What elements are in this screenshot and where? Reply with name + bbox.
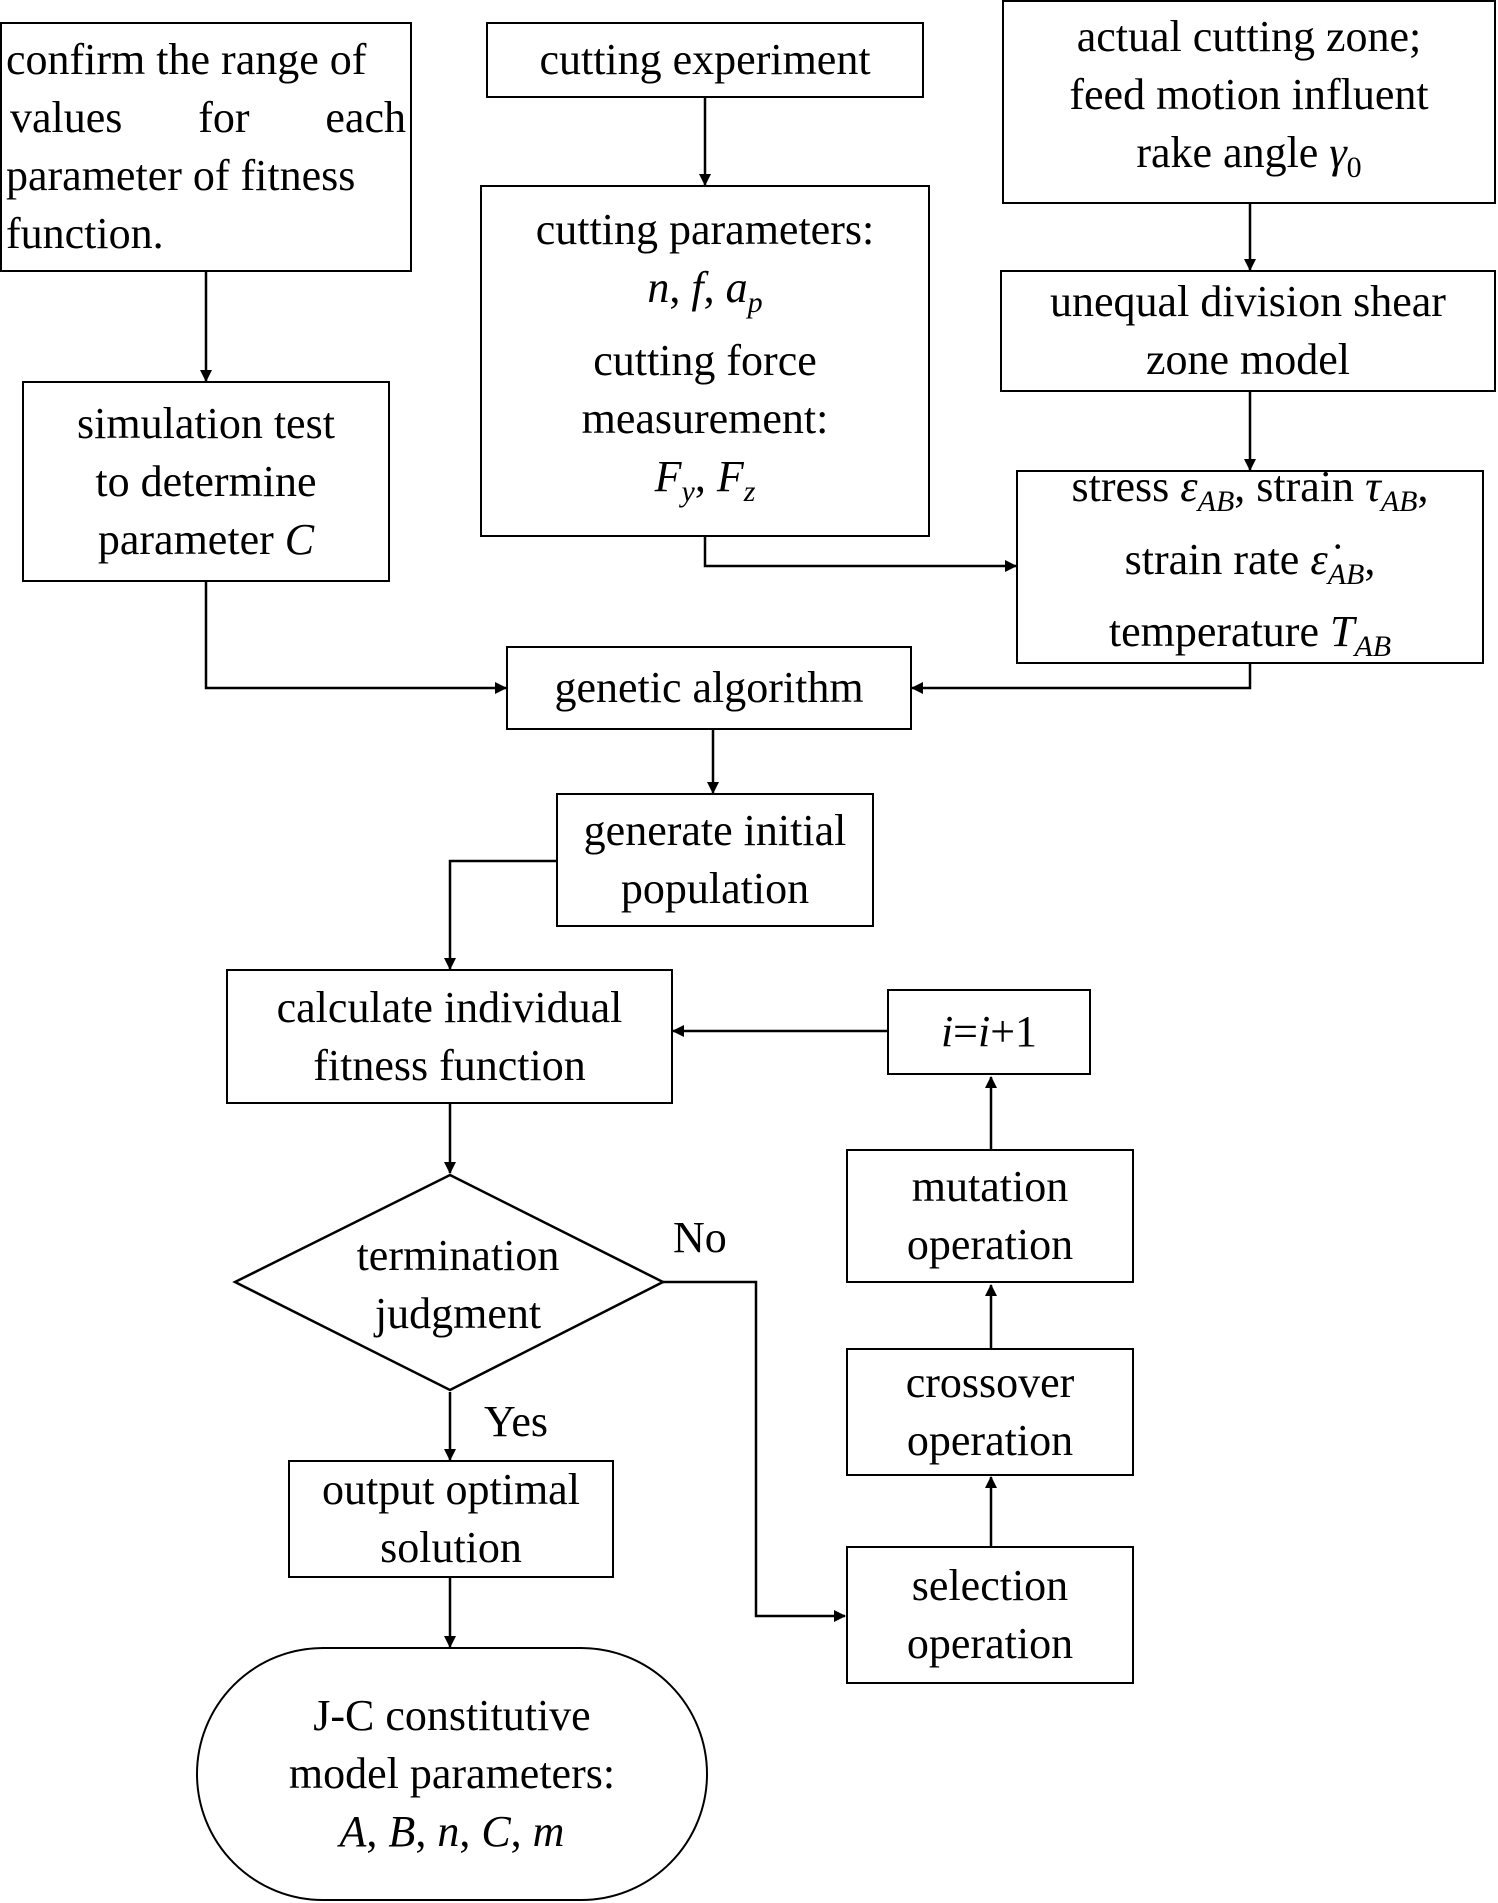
crossover-line-2: operation	[906, 1416, 1074, 1465]
cutting-experiment-label: cutting experiment	[539, 35, 871, 84]
actual-cutting-zone-box: actual cutting zone; feed motion influen…	[1002, 0, 1496, 204]
arrow-population-to-fitness	[444, 859, 556, 970]
confirm-range-word-values: values	[10, 93, 123, 142]
confirm-range-box: confirm the range of values for each param…	[0, 22, 412, 272]
simulation-test-line-3: parameter C	[97, 514, 315, 564]
increment-label: i=i+1	[940, 1007, 1038, 1056]
simulation-test-line-1: simulation test	[77, 398, 335, 448]
confirm-range-line-3: parameter of fitness	[6, 151, 356, 200]
crossover-line-1: crossover	[905, 1358, 1075, 1407]
cutting-parameters-line-3: cutting force	[593, 336, 817, 385]
arrow-termination-to-selection	[663, 1280, 846, 1622]
shear-zone-model-line-2: zone model	[1145, 335, 1351, 384]
calculate-fitness-line-1: calculate individual	[276, 982, 623, 1032]
cutting-experiment-box: cutting experiment	[486, 22, 924, 98]
selection-box: selection operation	[846, 1546, 1134, 1684]
confirm-range-word-each: each	[325, 93, 406, 142]
output-solution-box: output optimal solution	[288, 1460, 614, 1578]
output-solution-line-1: output optimal	[322, 1465, 580, 1514]
termination-judgment-line-1: termination	[356, 1231, 560, 1280]
simulation-test-box: simulation test to determine parameter C	[22, 381, 390, 582]
cutting-force-symbols: Fy, Fz	[654, 452, 756, 508]
jc-parameters-line-1: J-C constitutive	[313, 1691, 591, 1740]
shear-zone-model-line-1: unequal division shear	[1050, 277, 1446, 326]
arrow-simulation-to-genetic	[204, 582, 507, 694]
yes-label: Yes	[484, 1397, 549, 1446]
increment-box: i=i+1	[887, 989, 1091, 1075]
crossover-box: crossover operation	[846, 1348, 1134, 1476]
initial-population-line-1: generate initial	[583, 806, 847, 855]
genetic-algorithm-box: genetic algorithm	[506, 646, 912, 730]
cutting-parameters-line-1: cutting parameters:	[535, 205, 875, 255]
actual-cutting-zone-line-1: actual cutting zone;	[1076, 11, 1422, 61]
calculate-fitness-box: calculate individual fitness function	[226, 969, 673, 1104]
no-label: No	[673, 1213, 727, 1262]
calculate-fitness-line-2: fitness function	[313, 1040, 586, 1090]
stress-strain-line-1: stress εAB, strain τAB,	[1071, 461, 1429, 518]
stress-strain-box: stress εAB, strain τAB, strain rate ε̇AB…	[1016, 462, 1484, 664]
jc-parameters-symbols: A, B, n, C, m	[339, 1807, 565, 1856]
jc-parameters-line-2: model parameters:	[288, 1749, 616, 1798]
arrow-stress-to-genetic	[911, 664, 1252, 694]
termination-diamond	[232, 1173, 666, 1392]
mutation-line-1: mutation	[911, 1162, 1069, 1211]
stress-strain-line-3: temperature TAB	[1108, 607, 1392, 664]
initial-population-box: generate initial population	[556, 793, 874, 927]
output-solution-line-2: solution	[380, 1523, 522, 1572]
initial-population-line-2: population	[620, 864, 810, 913]
mutation-box: mutation operation	[846, 1149, 1134, 1283]
mutation-line-2: operation	[906, 1220, 1074, 1269]
cutting-parameters-box: cutting parameters: n, f, ap cutting for…	[480, 185, 930, 537]
stress-strain-line-2: strain rate ε̇AB,	[1124, 534, 1376, 591]
shear-zone-model-box: unequal division shear zone model	[1000, 270, 1496, 392]
genetic-algorithm-label: genetic algorithm	[554, 663, 864, 712]
simulation-test-line-2: to determine	[95, 456, 317, 506]
actual-cutting-zone-line-3: rake angle γ0	[1136, 127, 1362, 184]
termination-judgment-text: termination judgment	[300, 1227, 616, 1343]
termination-judgment-line-2: judgment	[374, 1289, 542, 1338]
arrow-parameters-to-stress	[703, 537, 1017, 572]
confirm-range-word-for: for	[198, 93, 250, 142]
confirm-range-line-4: function.	[6, 209, 164, 258]
cutting-parameters-line-4: measurement:	[581, 394, 829, 443]
confirm-range-line-2: values for each	[2, 89, 410, 147]
selection-line-2: operation	[906, 1619, 1074, 1668]
cutting-parameters-symbols: n, f, ap	[647, 263, 763, 319]
confirm-range-line-1: confirm the range of	[6, 35, 367, 84]
selection-line-1: selection	[911, 1561, 1069, 1610]
jc-parameters-terminal: J-C constitutive model parameters: A, B,…	[196, 1647, 708, 1901]
actual-cutting-zone-line-2: feed motion influent	[1069, 69, 1429, 119]
